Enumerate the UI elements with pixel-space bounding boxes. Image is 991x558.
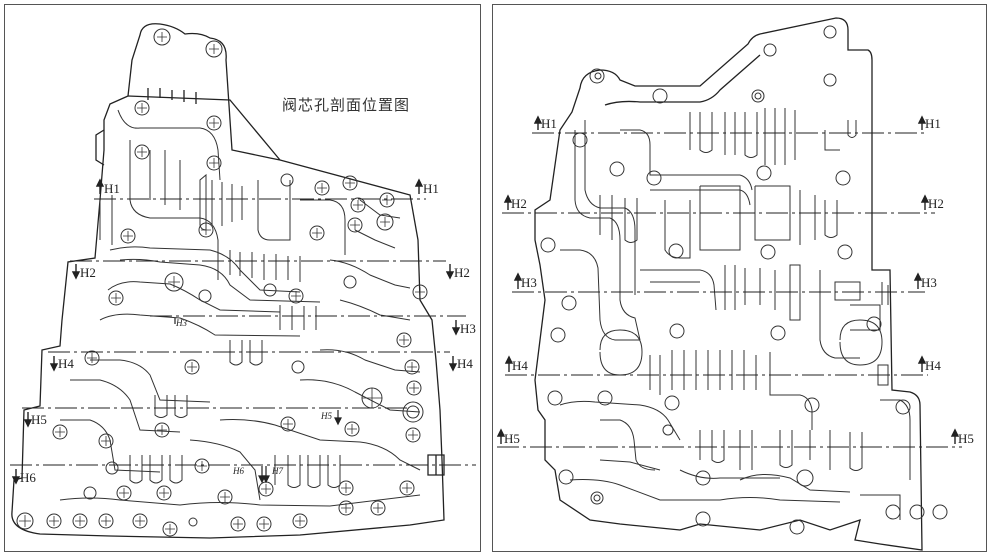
figure-caption: 阀芯孔剖面位置图	[282, 96, 411, 114]
label-h1-left: H1	[104, 181, 120, 196]
left-section-lines	[10, 198, 476, 466]
inner-label-h7: H7	[271, 466, 283, 476]
left-bolt-holes	[16, 28, 428, 537]
left-inner-arrows	[174, 318, 342, 484]
right-bolt-holes	[540, 25, 948, 535]
right-section-lines	[497, 132, 962, 448]
label-h4-left: H4	[58, 356, 74, 371]
left-side-bracket	[95, 129, 105, 166]
label-h2-left: H2	[511, 196, 527, 211]
label-h3-left: H3	[521, 275, 537, 290]
label-h2-right-end: H2	[454, 265, 470, 280]
label-h3-right-end: H3	[921, 275, 937, 290]
right-valve-body-outline	[534, 17, 923, 551]
label-h5-left: H5	[31, 412, 47, 427]
label-h3-right-end: H3	[460, 321, 476, 336]
left-internal-channels	[59, 109, 421, 507]
label-h1-right-end: H1	[925, 116, 941, 131]
right-internal-channels	[559, 108, 911, 520]
label-h1-right-end: H1	[423, 181, 439, 196]
label-h4-right-end: H4	[925, 358, 941, 373]
inner-label-h6: H6	[232, 466, 244, 476]
left-side-plug	[427, 454, 445, 476]
label-h4-left: H4	[512, 358, 528, 373]
left-section-arrows	[11, 178, 461, 485]
left-section-labels: H1 H1 H2 H2 H3 H4 H4 H5 H6 H3 H5 H6 H7	[20, 181, 476, 485]
left-valve-body-outline	[11, 23, 445, 539]
inner-label-h5: H5	[320, 411, 332, 421]
right-section-labels: H1 H1 H2 H2 H3 H3 H4 H4 H5 H5	[504, 116, 974, 446]
label-h5-left: H5	[504, 431, 520, 446]
label-h5-right-end: H5	[958, 431, 974, 446]
label-h2-left: H2	[80, 265, 96, 280]
label-h1-left: H1	[541, 116, 557, 131]
right-section-arrows	[496, 115, 960, 444]
label-h4-right-end: H4	[457, 356, 473, 371]
label-h2-right-end: H2	[928, 196, 944, 211]
inner-label-h3: H3	[175, 318, 187, 328]
label-h6-left: H6	[20, 470, 36, 485]
